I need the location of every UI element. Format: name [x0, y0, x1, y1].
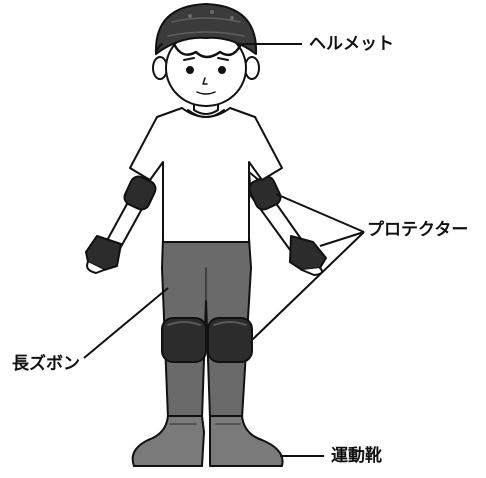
helmet	[154, 3, 258, 55]
protector-leader-wrist	[319, 231, 365, 247]
left-arm	[85, 171, 157, 274]
label-long-pants: 長ズボン	[12, 354, 80, 374]
label-protector: プロテクター	[367, 220, 469, 240]
pants-leader	[83, 287, 169, 359]
label-helmet: ヘルメット	[309, 34, 394, 54]
protector-leader-knee	[251, 231, 365, 341]
right-arm	[248, 171, 327, 276]
protector-leader-elbow	[275, 193, 365, 233]
leader-lines	[83, 43, 365, 457]
t-shirt	[129, 107, 283, 243]
knee-pads	[161, 317, 253, 363]
label-shoes: 運動靴	[331, 446, 382, 466]
shoes	[131, 415, 284, 467]
